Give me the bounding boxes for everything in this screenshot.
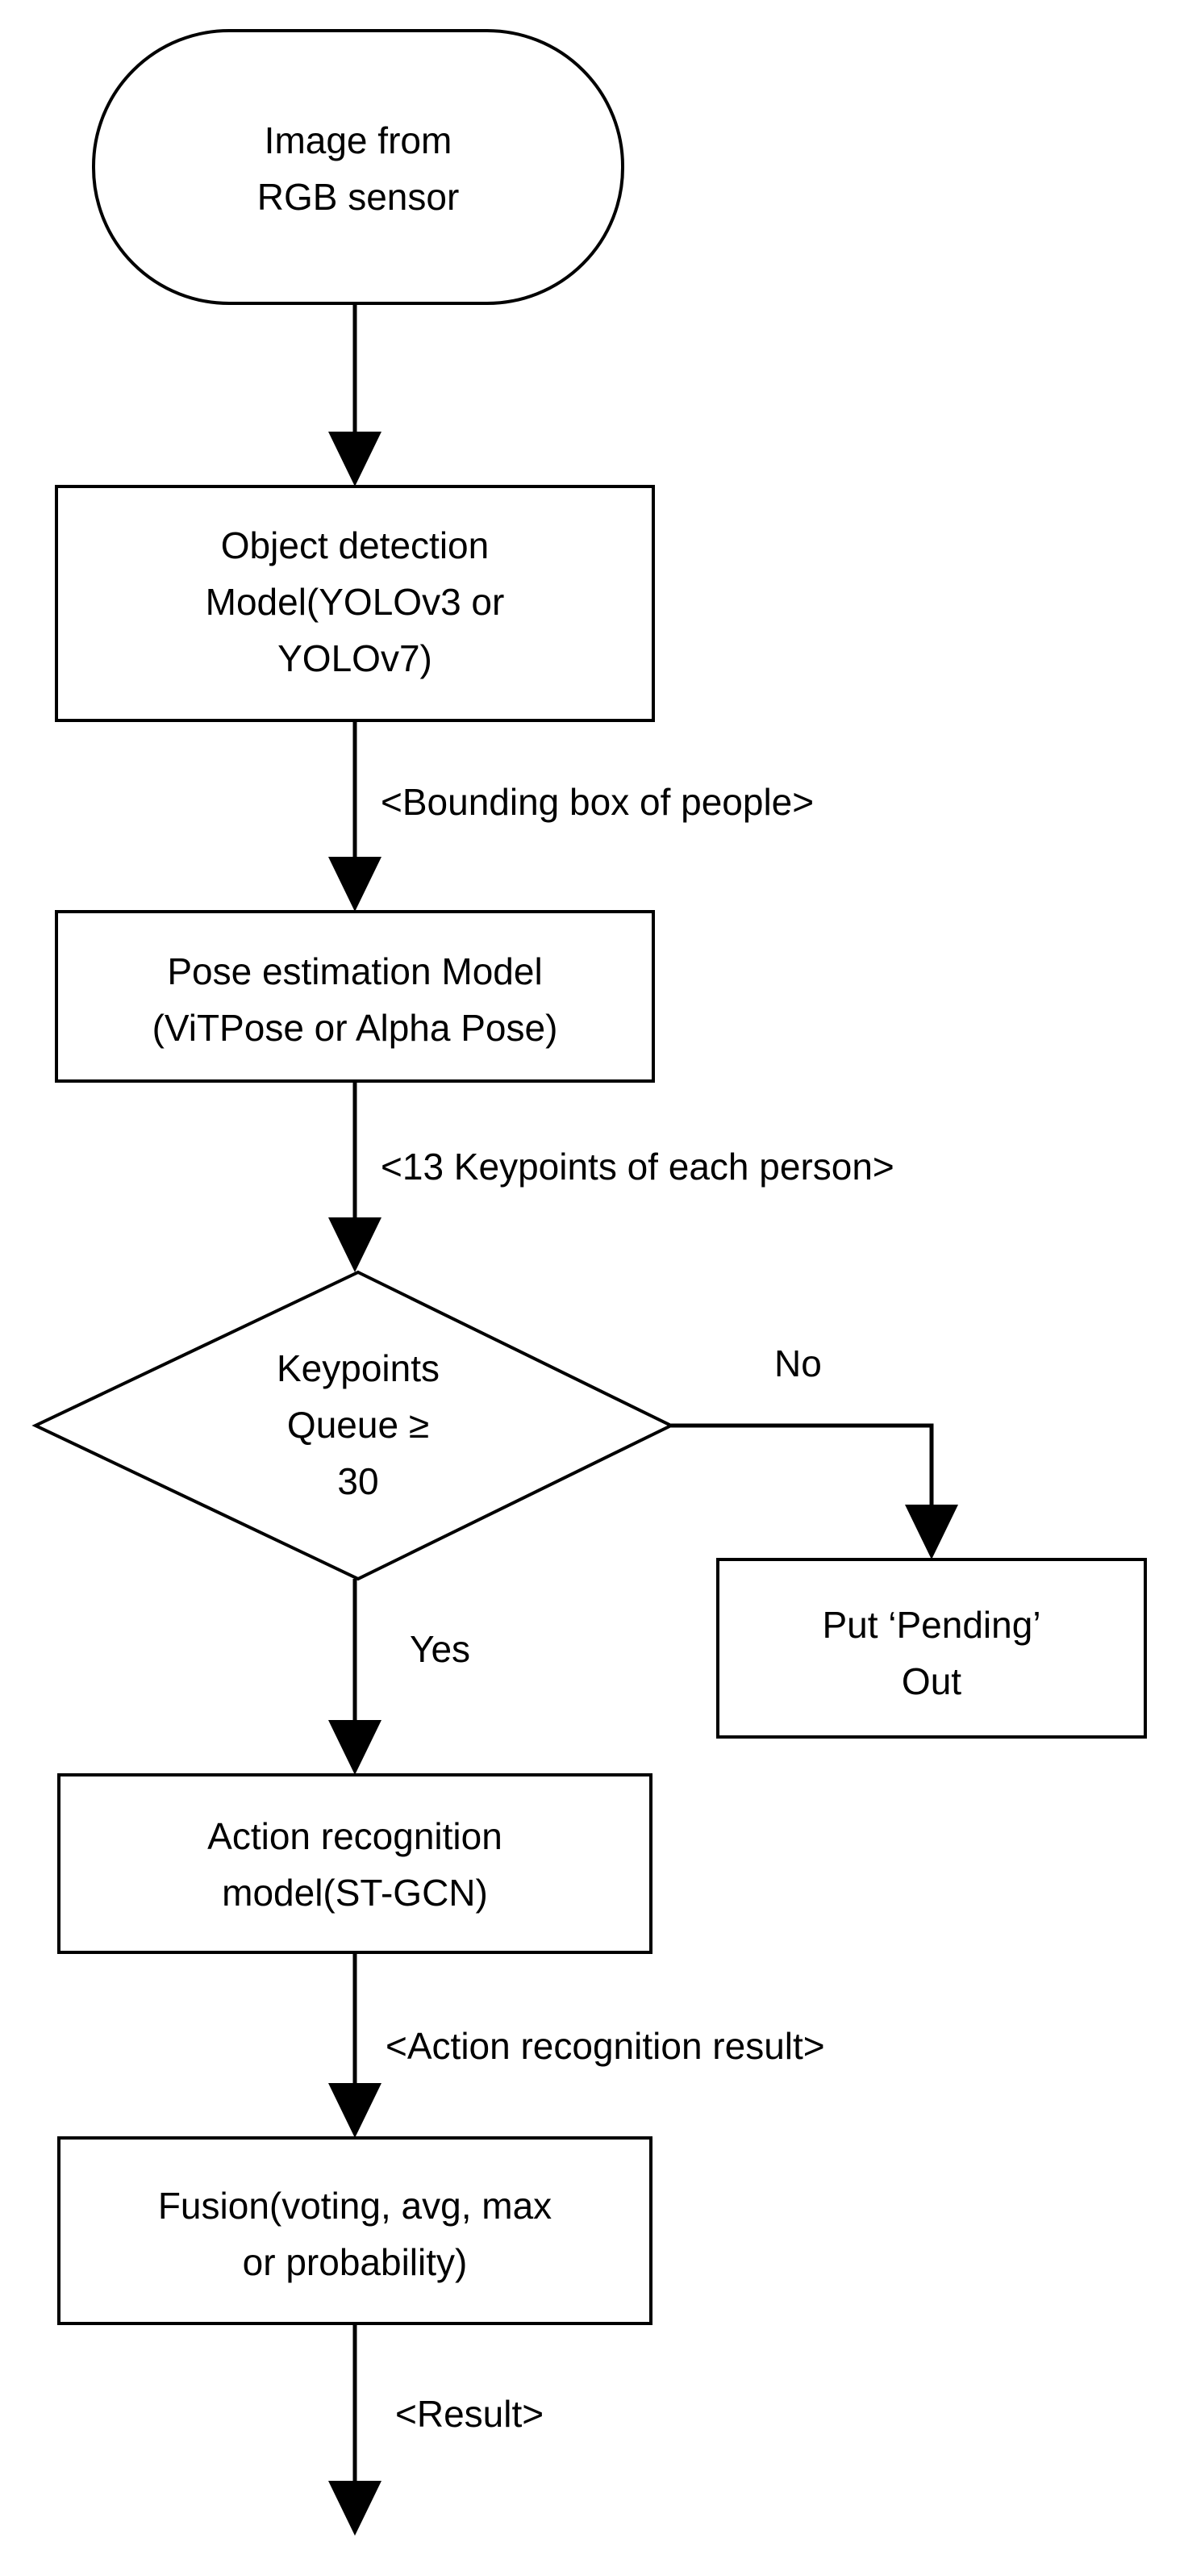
edge-label-keypoints: <13 Keypoints of each person> xyxy=(381,1146,894,1188)
start-node-label-line-2: RGB sensor xyxy=(257,176,460,218)
edge-label-action-result: <Action recognition result> xyxy=(386,2025,825,2067)
fusion-node: Fusion(voting, avg, max or probability) xyxy=(57,2136,652,2325)
pose-estimation-node: Pose estimation Model (ViTPose or Alpha … xyxy=(55,910,655,1083)
edge-start-to-detection xyxy=(328,303,381,486)
decision-node: Keypoints Queue ≥ 30 xyxy=(31,1270,675,1581)
pending-node-label-line-1: Put ‘Pending’ xyxy=(822,1604,1040,1646)
decision-node-label-line-1: Keypoints xyxy=(277,1347,440,1389)
edge-pose-to-decision: <13 Keypoints of each person> xyxy=(328,1081,894,1272)
start-node-label-line-1: Image from xyxy=(265,119,452,161)
edge-label-no: No xyxy=(774,1342,822,1384)
edge-action-to-fusion: <Action recognition result> xyxy=(328,1952,825,2138)
pose-node-label-line-2: (ViTPose or Alpha Pose) xyxy=(152,1007,558,1049)
pending-node: Put ‘Pending’ Out xyxy=(716,1558,1147,1739)
edge-decision-no: No xyxy=(671,1342,958,1559)
edge-label-result: <Result> xyxy=(395,2393,544,2435)
fusion-node-label-line-2: or probability) xyxy=(243,2241,468,2283)
detection-node-label-line-2: Model(YOLOv3 or xyxy=(206,581,505,623)
edge-label-yes: Yes xyxy=(410,1628,470,1670)
detection-node-label-line-3: YOLOv7) xyxy=(277,637,432,679)
decision-node-label-line-3: 30 xyxy=(337,1460,378,1502)
edge-detection-to-pose: <Bounding box of people> xyxy=(328,720,814,912)
pose-node-label-line-1: Pose estimation Model xyxy=(167,950,542,992)
pending-node-label-line-2: Out xyxy=(902,1660,961,1702)
object-detection-node: Object detection Model(YOLOv3 or YOLOv7) xyxy=(55,485,655,722)
action-node-label-line-2: model(ST-GCN) xyxy=(222,1872,488,1914)
edge-decision-yes: Yes xyxy=(328,1579,470,1775)
action-recognition-node: Action recognition model(ST-GCN) xyxy=(57,1773,652,1954)
edge-label-bounding-box: <Bounding box of people> xyxy=(381,781,814,823)
detection-node-label-line-1: Object detection xyxy=(221,524,489,566)
decision-node-label-line-2: Queue ≥ xyxy=(287,1404,429,1446)
edge-fusion-out: <Result> xyxy=(328,2323,544,2536)
start-terminal-node: Image from RGB sensor xyxy=(92,29,624,305)
fusion-node-label-line-1: Fusion(voting, avg, max xyxy=(158,2185,552,2227)
action-node-label-line-1: Action recognition xyxy=(207,1815,502,1857)
